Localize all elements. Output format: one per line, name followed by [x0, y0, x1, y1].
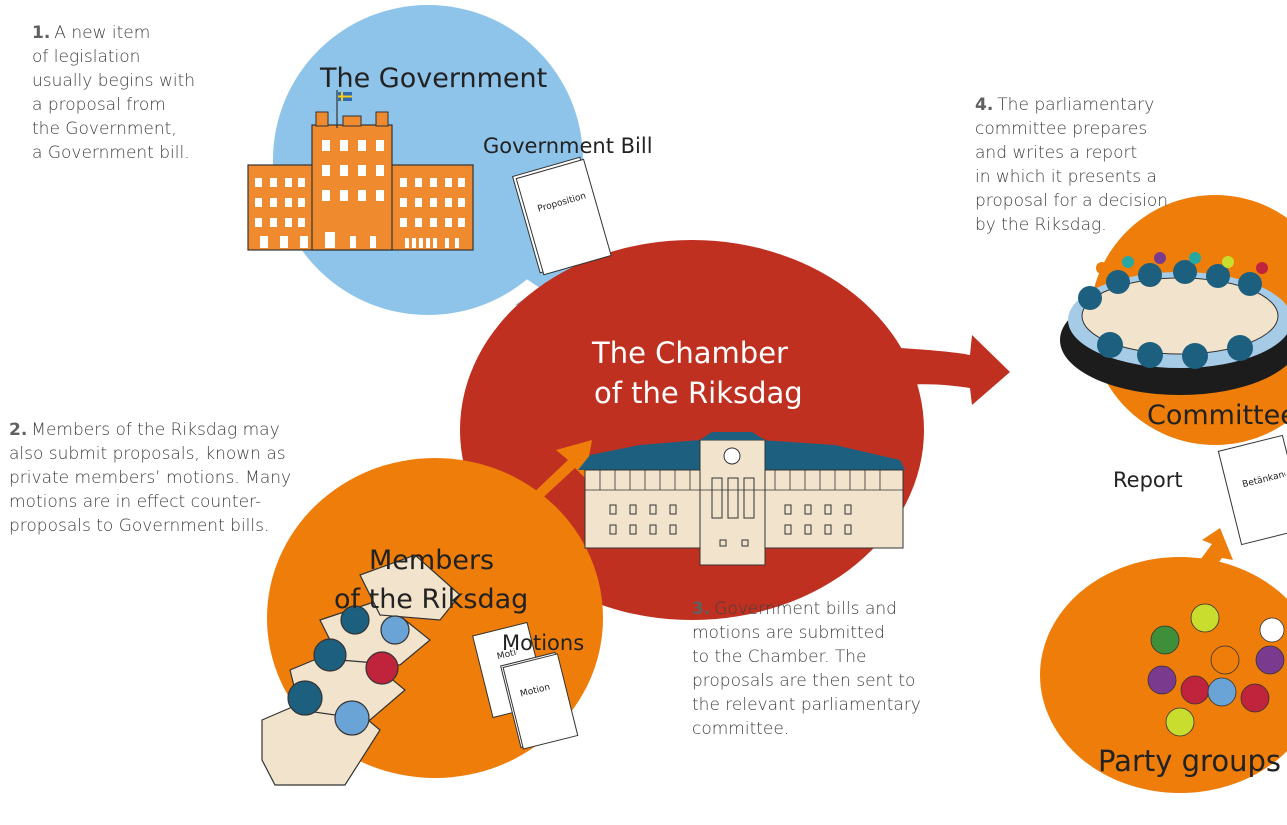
members-label-line1: Members	[369, 545, 495, 576]
step-3-line: the relevant parliamentary	[692, 695, 921, 715]
party-groups-label: Party groups	[1098, 744, 1281, 778]
proposition-document	[511, 156, 612, 276]
step-4-line: proposal for a decision	[975, 191, 1169, 211]
step-1-line: the Government,	[32, 119, 177, 139]
step-3-line: Government bills and	[714, 599, 897, 619]
committee-label: Committee	[1147, 400, 1287, 431]
step-4-line: committee prepares	[975, 119, 1148, 139]
step-2-line: motions are in effect counter-	[9, 492, 262, 512]
step-4-note: 4.The parliamentary committee prepares a…	[975, 93, 1235, 237]
step-3-line: to the Chamber. The	[692, 647, 867, 667]
report-label: Report	[1113, 468, 1183, 492]
step-2-line: proposals to Government bills.	[9, 516, 270, 536]
step-2-number: 2.	[9, 420, 28, 440]
step-2-line: also submit proposals, known as	[9, 444, 286, 464]
step-2-line: private members’ motions. Many	[9, 468, 292, 488]
committee-table-illustration	[1060, 252, 1287, 395]
step-2-line: Members of the Riksdag may	[31, 420, 280, 440]
step-2-note: 2.Members of the Riksdag may also submit…	[9, 418, 339, 538]
arrow-members-to-chamber	[505, 440, 592, 520]
step-1-number: 1.	[32, 23, 51, 43]
government-bill-label: Government Bill	[483, 134, 653, 158]
step-1-line: a proposal from	[32, 95, 166, 115]
government-label: The Government	[320, 63, 548, 94]
arrow-report-party-groups	[1163, 528, 1233, 612]
step-1-line: a Government bill.	[32, 143, 190, 163]
arrow-chamber-to-committee	[900, 335, 1010, 405]
step-3-line: motions are submitted	[692, 623, 885, 643]
members-label-line2: of the Riksdag	[334, 584, 529, 615]
step-4-line: The parliamentary	[997, 95, 1155, 115]
party-groups-illustration	[1147, 603, 1285, 737]
chamber-building-illustration	[578, 432, 905, 566]
motion-document-front	[500, 651, 579, 750]
chamber-label-line2: of the Riksdag	[594, 376, 803, 410]
step-3-note: 3.Government bills and motions are submi…	[692, 597, 972, 741]
step-1-line: A new item	[54, 23, 151, 43]
chamber-label-line1: The Chamber	[592, 336, 788, 370]
step-4-line: by the Riksdag.	[975, 215, 1107, 235]
step-3-line: committee.	[692, 719, 790, 739]
step-4-number: 4.	[975, 95, 994, 115]
members-desks-illustration	[261, 554, 461, 786]
betankande-document	[1217, 434, 1287, 546]
step-4-line: in which it presents a	[975, 167, 1157, 187]
government-building-illustration	[247, 90, 474, 251]
step-1-line: of legislation	[32, 47, 141, 67]
step-3-number: 3.	[692, 599, 711, 619]
step-3-line: proposals are then sent to	[692, 671, 916, 691]
step-1-note: 1.A new item of legislation usually begi…	[32, 21, 272, 165]
motions-label: Motions	[502, 631, 585, 655]
step-4-line: and writes a report	[975, 143, 1138, 163]
step-1-line: usually begins with	[32, 71, 196, 91]
